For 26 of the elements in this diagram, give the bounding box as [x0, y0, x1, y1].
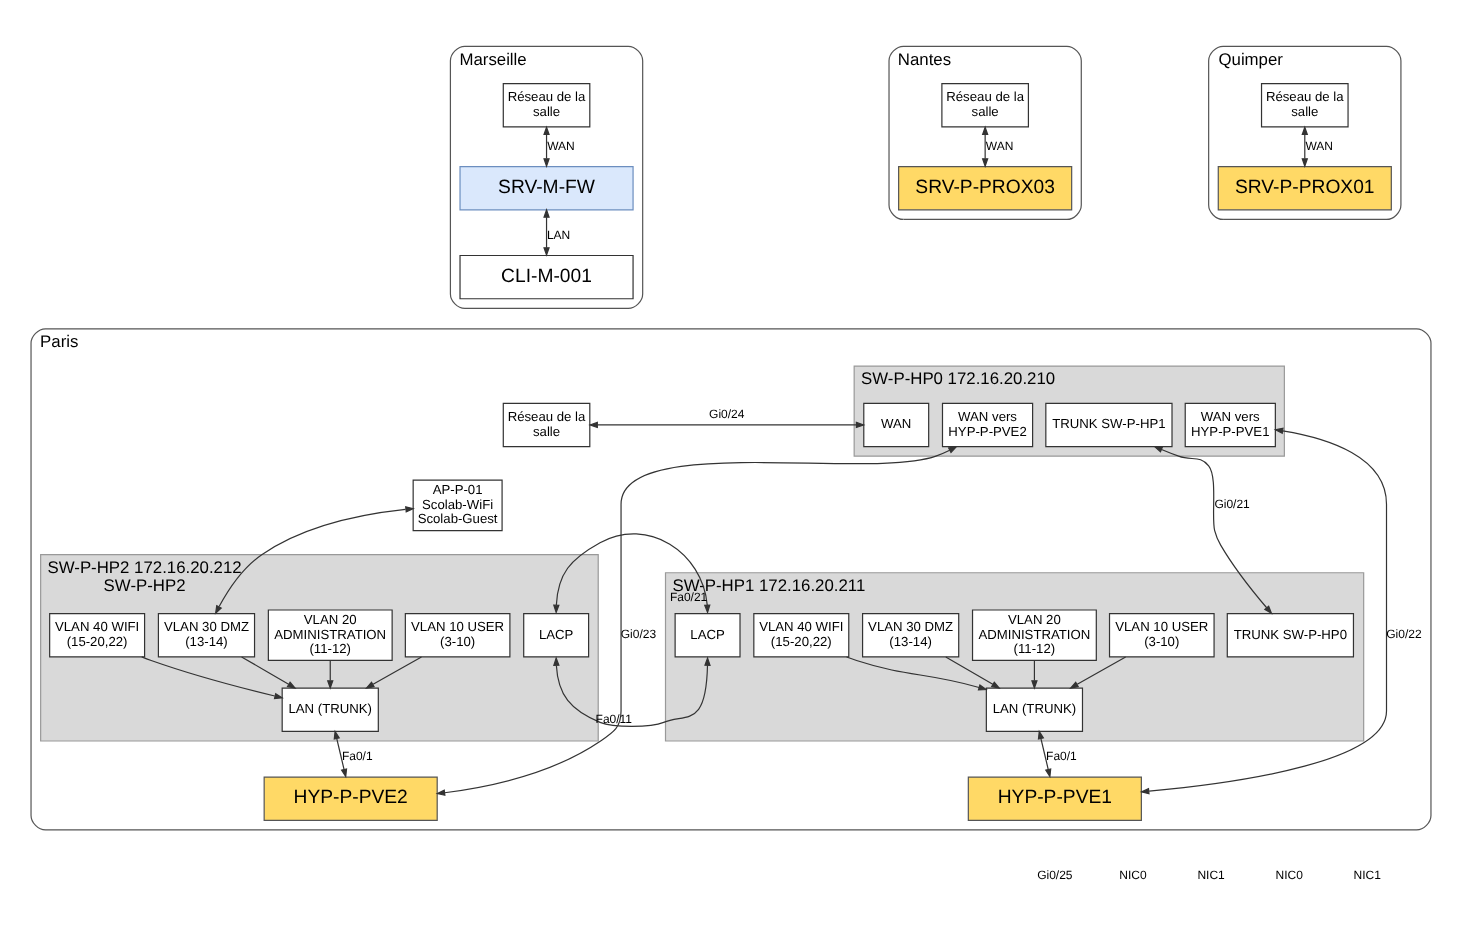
arrow — [543, 207, 550, 256]
node-box: SRV-P-PROX01 — [1217, 165, 1392, 210]
arrow — [1037, 728, 1052, 778]
arrow — [1139, 426, 1388, 794]
arrow — [846, 655, 988, 690]
arrow — [543, 124, 550, 167]
node-box: SRV-P-PROX03 — [898, 165, 1073, 210]
arrow — [552, 532, 711, 614]
arrow — [333, 728, 348, 778]
arrow — [241, 655, 297, 688]
arrow — [326, 659, 334, 689]
arrow — [1301, 124, 1309, 167]
arrow — [141, 655, 284, 699]
arrow — [364, 655, 423, 688]
node-box: HYP-P-PVE2 — [263, 775, 438, 820]
arrow — [1069, 655, 1127, 688]
arrow — [981, 124, 989, 167]
arrow — [945, 655, 1001, 688]
node-box: CLI-M-001 — [459, 253, 634, 299]
arrow — [1153, 444, 1273, 614]
arrow — [588, 420, 866, 428]
arrow — [214, 505, 415, 614]
arrow — [553, 655, 711, 726]
node-box: HYP-P-PVE1 — [967, 775, 1142, 820]
node-box: SRV-M-FW — [459, 165, 634, 210]
arrow — [1031, 659, 1038, 689]
